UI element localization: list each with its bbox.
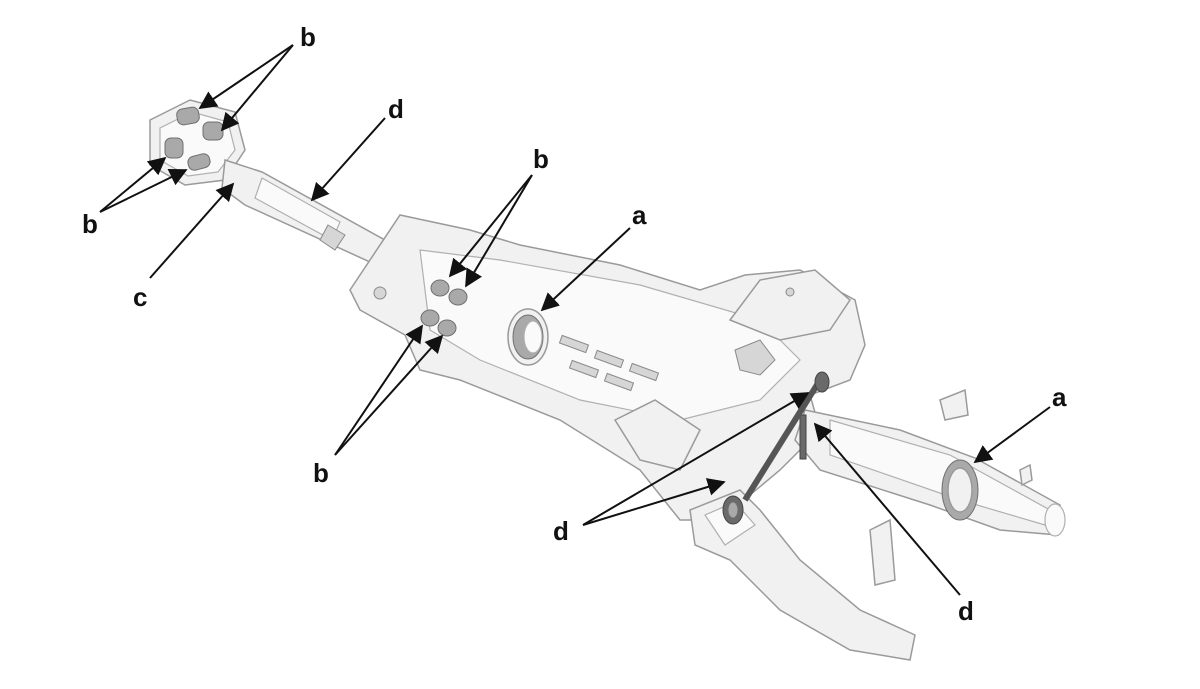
callout-a-right: a [1052, 382, 1067, 412]
callout-a-center: a [632, 200, 647, 230]
callout-labels: b b d c b b a a d d [82, 22, 1067, 626]
leader-left-b-1 [99, 156, 167, 213]
callout-d-upper: d [388, 94, 404, 124]
leader-lower-d-left-1 [582, 392, 810, 526]
leader-top-left-b-2 [220, 44, 294, 132]
leader-center-b-lower-2 [334, 334, 444, 456]
leader-lower-d-left-2 [582, 478, 726, 526]
callout-b-center-lower: b [313, 458, 329, 488]
leader-center-b-upper-1 [448, 174, 533, 278]
upper-column-tube [794, 409, 1066, 537]
right-bracket [869, 388, 1033, 586]
callout-d-lower-right: d [958, 596, 974, 626]
leader-c [149, 182, 235, 279]
callout-b-left: b [82, 209, 98, 239]
leader-center-b-lower-1 [334, 324, 424, 456]
callout-b-top-left: b [300, 22, 316, 52]
callout-c: c [133, 282, 147, 312]
column-body [349, 214, 866, 521]
leader-center-b-upper-2 [465, 174, 533, 288]
leader-top-left-b-1 [198, 44, 294, 110]
leader-right-a [973, 406, 1051, 464]
leader-lines [99, 44, 1051, 596]
leader-left-b-2 [99, 169, 188, 213]
steering-column-illustration [149, 99, 1066, 661]
center-bearing [507, 308, 549, 366]
leader-center-a [540, 227, 631, 312]
leader-lower-d-right [813, 422, 961, 596]
center-bushings [420, 279, 468, 337]
leader-upper-d [310, 117, 386, 202]
callout-d-lower-left: d [553, 516, 569, 546]
intermediate-shaft [221, 159, 387, 263]
callout-b-center-upper: b [533, 144, 549, 174]
